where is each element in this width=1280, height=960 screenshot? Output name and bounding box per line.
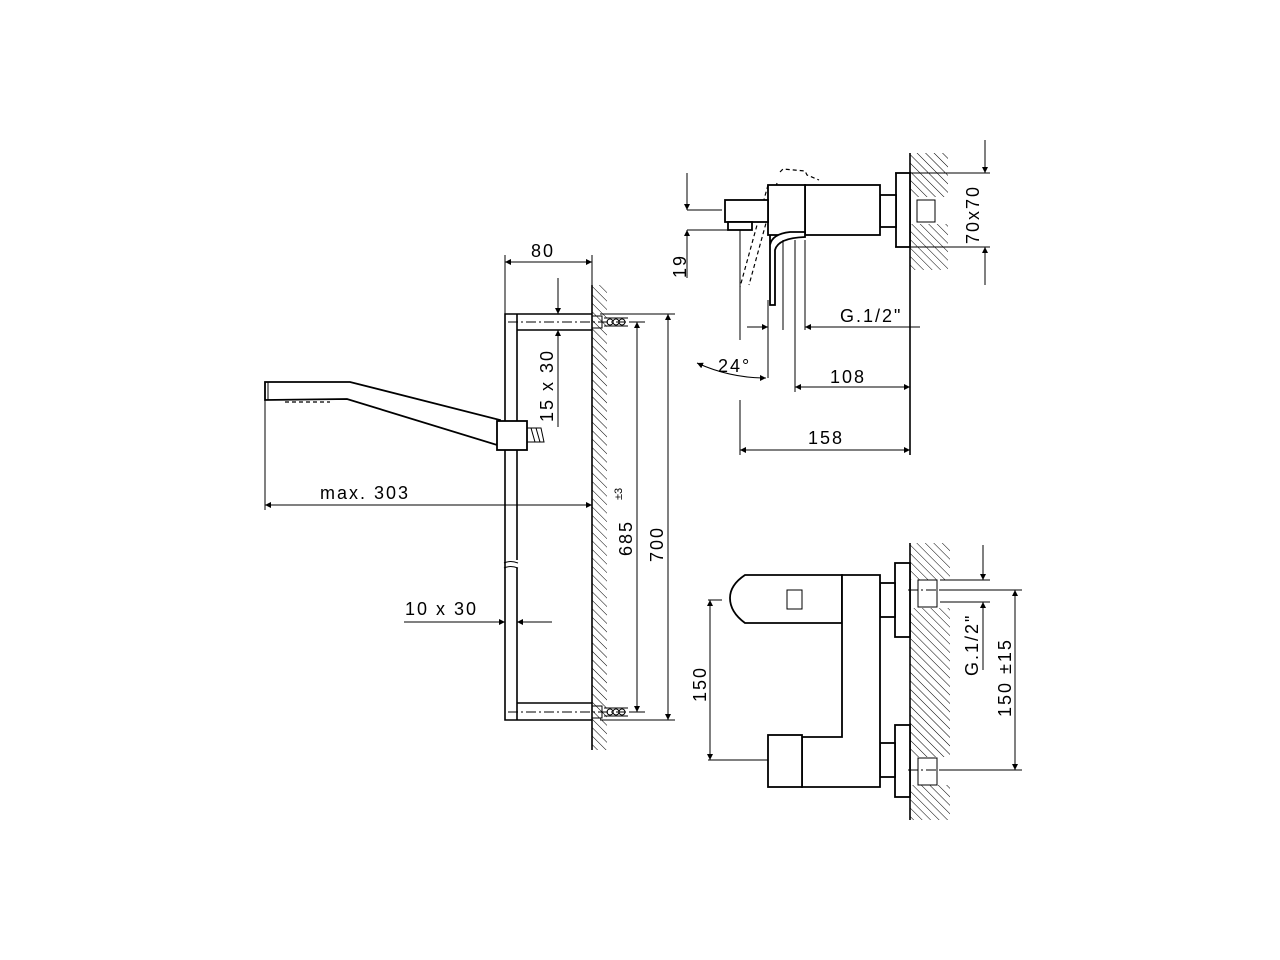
dim-depth-body: 108 bbox=[830, 367, 866, 387]
wall-hatch bbox=[910, 608, 950, 757]
dim-lever-angle: 24° bbox=[718, 356, 751, 376]
lever-block bbox=[767, 184, 806, 236]
side-view-shower-rail: 80 15 x 30 max. 303 685 ±3 700 10 x 30 bbox=[264, 241, 675, 750]
lever bbox=[769, 231, 806, 306]
dim-fixing-tolerance: ±3 bbox=[613, 488, 625, 500]
wall-flange bbox=[895, 172, 911, 248]
spout bbox=[729, 574, 843, 624]
dim-depth-total: 158 bbox=[808, 428, 844, 448]
dim-bar-section-rail: 10 x 30 bbox=[405, 599, 478, 619]
dim-rail-height: 700 bbox=[647, 526, 667, 562]
wall-hatch bbox=[910, 543, 950, 580]
mixer-front-view: 150 G.1/2" 150 ±15 bbox=[690, 543, 1022, 820]
mixer-top-view: 19 70x70 G.1/2" 24° 108 158 bbox=[670, 140, 990, 455]
dim-connection: G.1/2" bbox=[962, 614, 982, 676]
handle bbox=[767, 734, 803, 788]
wall-hatch bbox=[592, 285, 607, 750]
shower-holder bbox=[496, 420, 528, 451]
hand-shower bbox=[264, 381, 545, 451]
wall-fixing-bottom bbox=[591, 705, 628, 719]
wall-flange-top bbox=[894, 562, 911, 638]
dim-outlet-distance: 150 bbox=[690, 666, 710, 702]
nut bbox=[879, 194, 897, 228]
wall-hatch bbox=[910, 153, 948, 197]
dim-flange-size: 70x70 bbox=[963, 185, 983, 244]
dim-fixing-centers: 685 bbox=[616, 520, 636, 556]
spout bbox=[724, 199, 769, 223]
wall-flange-bottom bbox=[894, 724, 911, 798]
mixer-body bbox=[804, 184, 881, 236]
dim-inlet-centers: 150 ±15 bbox=[995, 638, 1015, 717]
dim-rail-depth: 80 bbox=[531, 241, 555, 261]
rail bbox=[503, 313, 635, 721]
dim-connection: G.1/2" bbox=[840, 306, 902, 326]
dim-spout-height: 19 bbox=[670, 254, 690, 278]
dim-bar-section-top: 15 x 30 bbox=[537, 349, 557, 422]
wall-fixing-top bbox=[591, 315, 628, 329]
dim-shower-reach: max. 303 bbox=[320, 483, 410, 503]
wall-hatch bbox=[910, 785, 950, 820]
